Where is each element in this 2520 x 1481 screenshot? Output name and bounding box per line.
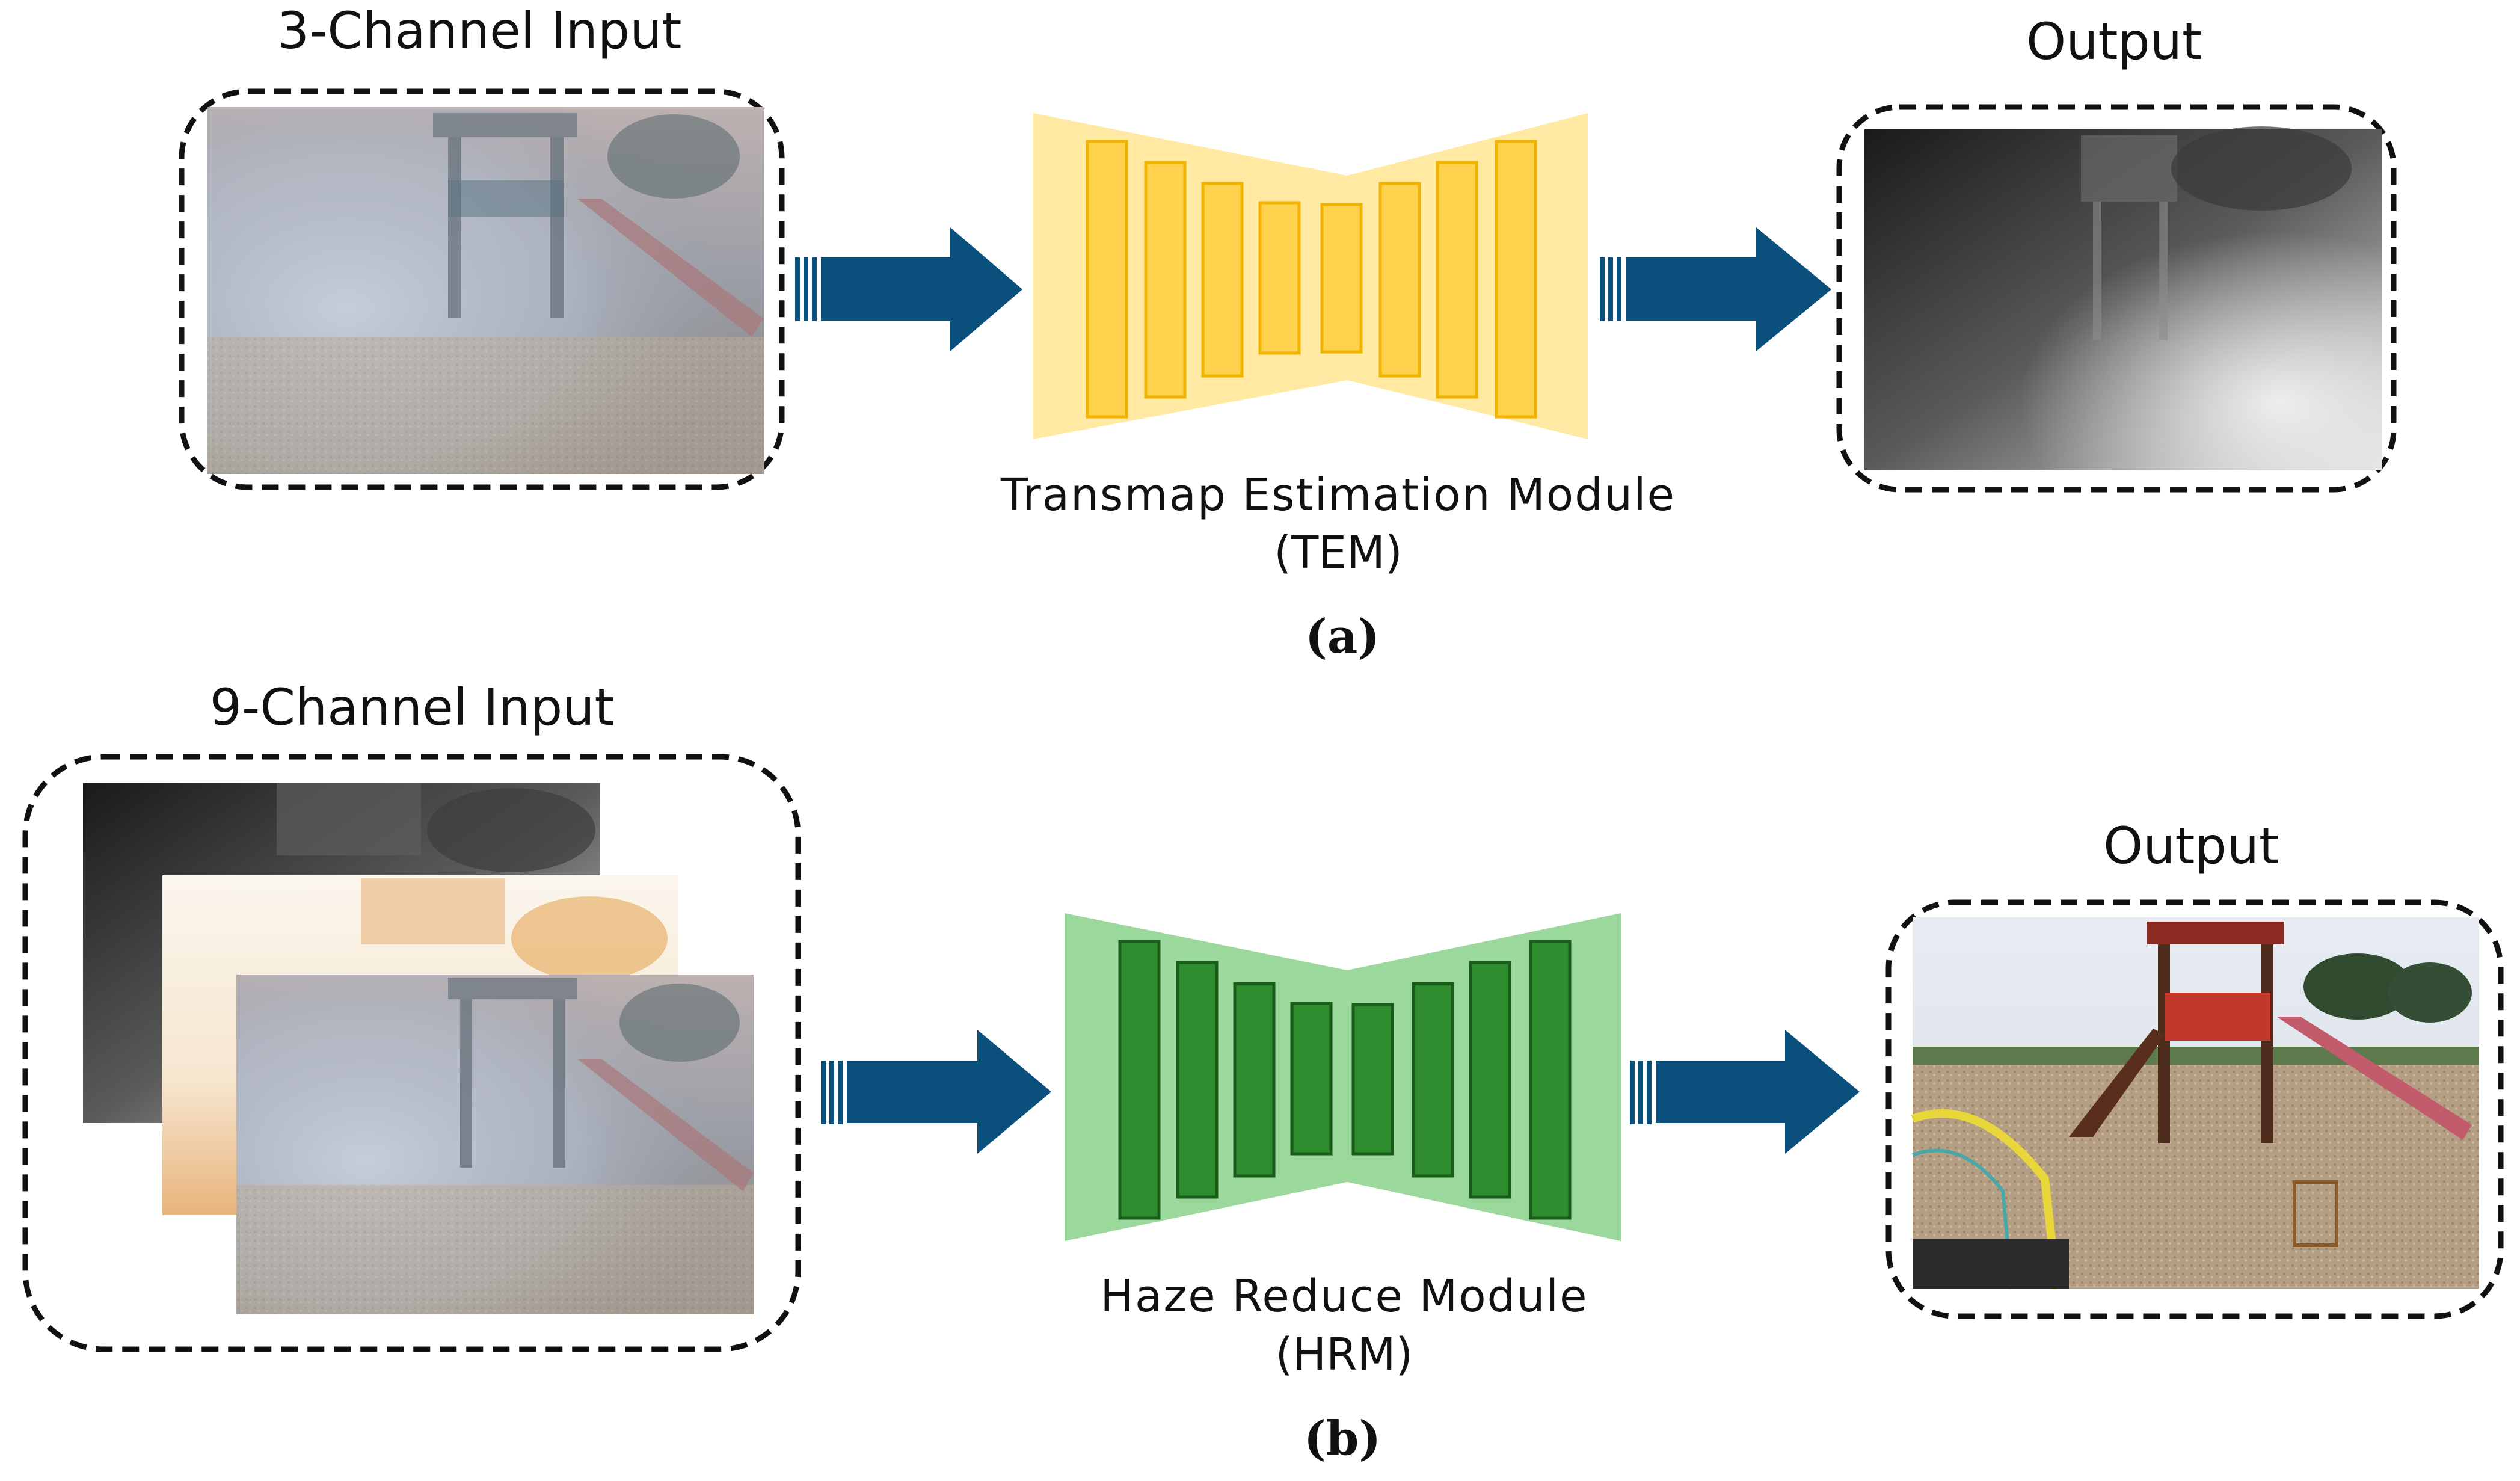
dehazed-output (1911, 917, 2479, 1289)
output-title-a: Output (2026, 12, 2202, 71)
hrm-module-abbr: (HRM) (1276, 1329, 1413, 1381)
input-frame-b (22, 754, 801, 1352)
flow-arrow-b1 (821, 1030, 1051, 1154)
tem-block-5 (1320, 203, 1363, 354)
transmission-map-output (1864, 126, 2382, 470)
tem-block-8 (1495, 140, 1537, 419)
hrm-block-7 (1469, 961, 1511, 1199)
input-stack-hazy (236, 975, 754, 1314)
hrm-block-2 (1176, 961, 1219, 1199)
hrm-block-6 (1412, 982, 1454, 1178)
hrm-block-8 (1529, 940, 1572, 1220)
hrm-module-name: Haze Reduce Module (1100, 1270, 1588, 1322)
tem-module-abbr: (TEM) (1274, 527, 1403, 579)
flow-arrow-b2 (1630, 1030, 1860, 1154)
tem-block-2 (1144, 161, 1187, 399)
output-frame-b (1885, 899, 2504, 1319)
tem-encoder-decoder-blocks (1086, 140, 1537, 419)
hrm-block-5 (1351, 1003, 1394, 1156)
flow-arrow-a1 (795, 227, 1022, 351)
tem-block-4 (1258, 201, 1301, 355)
tem-block-7 (1436, 161, 1478, 399)
flow-arrow-a2 (1600, 227, 1831, 351)
hrm-block-3 (1233, 982, 1276, 1178)
input-title-a: 3-Channel Input (277, 1, 682, 60)
tem-block-3 (1201, 182, 1244, 378)
tem-module-name: Transmap Estimation Module (1000, 469, 1676, 521)
caption-b: (b) (1304, 1411, 1381, 1466)
hrm-encoder-decoder-blocks (1118, 940, 1572, 1220)
input-frame-a (179, 88, 785, 490)
caption-a: (a) (1305, 609, 1380, 664)
output-title-b: Output (2103, 816, 2279, 875)
hrm-block-1 (1118, 940, 1161, 1220)
output-frame-a (1836, 104, 2397, 493)
tem-block-1 (1086, 140, 1128, 419)
tem-block-6 (1378, 182, 1421, 378)
hazy-image-a (207, 107, 764, 474)
input-title-b: 9-Channel Input (210, 678, 615, 737)
hrm-block-4 (1290, 1002, 1333, 1156)
